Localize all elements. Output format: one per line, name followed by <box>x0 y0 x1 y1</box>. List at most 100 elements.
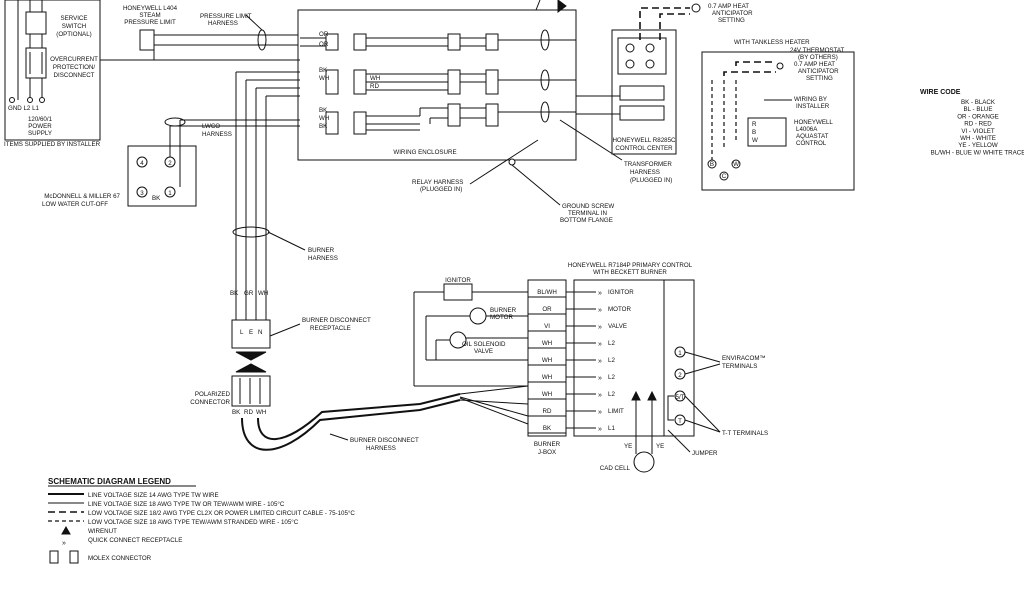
thermostat-label-2: (BY OTHERS) <box>798 54 838 61</box>
enclosure-callouts: RELAY HARNESS (PLUGGED IN) GROUND SCREW … <box>412 139 614 224</box>
l404-label-2: STEAM <box>139 12 160 19</box>
overcurrent-label-2: PROTECTION/ <box>53 64 96 71</box>
jbox-wire-8: RD <box>543 408 552 415</box>
primary-term-3: VALVE <box>608 323 627 330</box>
molex-connector-6 <box>353 111 367 135</box>
enc-wire-label-1: OR <box>319 31 329 38</box>
overcurrent-label-1: OVERCURRENT <box>50 56 98 63</box>
wire-code-entry-1: BK - BLACK <box>961 99 996 106</box>
tt-terminals-label: T-T TERMINALS <box>722 430 768 437</box>
jbox-wire-2: OR <box>542 306 552 313</box>
jbox-label-2: J-BOX <box>538 449 556 456</box>
l4006-b: B <box>752 129 756 136</box>
primary-term-7: L2 <box>608 391 615 398</box>
polar-wire-wh: WH <box>256 409 266 416</box>
thermostat-label-4: ANTICIPATOR <box>798 68 839 75</box>
legend-title: SCHEMATIC DIAGRAM LEGEND <box>48 477 171 486</box>
lwco-term-3: 3 <box>140 190 144 197</box>
jbox-wire-4: WH <box>542 340 552 347</box>
wire-code-entry-6: WH - WHITE <box>960 135 996 142</box>
quick-connect-icon: » <box>598 290 602 297</box>
legend-item-2: LINE VOLTAGE SIZE 18 AWG TYPE TW OR TEW/… <box>88 501 285 508</box>
jbox-wire-1: BL/WH <box>537 289 557 296</box>
primary-term-1: IGNITOR <box>608 289 634 296</box>
molex-connector-10 <box>485 33 499 51</box>
burner-harness-wires: BURNER HARNESS BK GR WH <box>100 48 338 324</box>
l4006-r: R <box>752 121 757 128</box>
lwco-term-4: 4 <box>140 160 144 167</box>
primary-term-8: LIMIT <box>608 408 624 415</box>
wire-code-entry-4: RD - RED <box>964 121 992 128</box>
quick-connect-icon: » <box>598 392 602 399</box>
receptacle-label-2: RECEPTACLE <box>310 325 351 332</box>
thermostat-label-1: 24V THERMOSTAT <box>790 47 845 54</box>
ground-screw-icon <box>508 158 516 166</box>
low-water-cutoff: 4 2 3 1 BK LWCO HARNESS McDONNELL & MILL… <box>42 117 300 208</box>
primary-term-2: MOTOR <box>608 306 631 313</box>
legend-item-7: MOLEX CONNECTOR <box>88 555 152 562</box>
l4006-label-4: CONTROL <box>796 140 827 147</box>
cad-ye-1: YE <box>624 443 632 450</box>
cad-cell-icon <box>633 451 655 473</box>
ignitor-icon <box>443 283 473 301</box>
molex-connector-12 <box>485 103 499 127</box>
receptacle-e: E <box>249 329 253 336</box>
enviracom-1: 1 <box>678 350 682 357</box>
wire-code-entry-7: YE - YELLOW <box>958 142 998 149</box>
legend-item-4: LOW VOLTAGE SIZE 18 AWG TYPE TEW/AWM STR… <box>88 519 299 526</box>
enc-wire-label-8: WH <box>370 75 380 82</box>
receptacle-label-1: BURNER DISCONNECT <box>302 317 371 324</box>
wire-code-entry-5: VI - VIOLET <box>961 128 995 135</box>
molex-connector-8 <box>447 69 461 95</box>
enc-wire-label-7: BK <box>319 123 328 130</box>
primary-term-9: L1 <box>608 425 615 432</box>
receptacle-l: L <box>240 329 244 336</box>
disc-harness-label-2: HARNESS <box>366 445 396 452</box>
polar-wire-bk: BK <box>232 409 241 416</box>
enviracom-label-1: ENVIRACOM™ <box>722 355 766 362</box>
wiring-installer-label-2: INSTALLER <box>796 103 830 110</box>
polarized-connector: BK RD WH POLARIZED CONNECTOR BURNER DISC… <box>190 363 529 452</box>
r8285-label-2: CONTROL CENTER <box>615 145 673 152</box>
power-supply-panel: GND L2 L1 SERVICE SWITCH (OPTIONAL) OVER… <box>4 0 101 148</box>
r8285-control-center: HONEYWELL R8285C CONTROL CENTER TRANSFOR… <box>559 29 677 184</box>
l4006-w: W <box>752 137 758 144</box>
wire-code-entry-3: OR - ORANGE <box>957 113 999 120</box>
receptacle-n: N <box>258 329 262 336</box>
wiring-enclosure-label: WIRING ENCLOSURE <box>393 149 456 156</box>
thermostat-label-5: SETTING <box>806 75 833 82</box>
lwco-term-2: 2 <box>168 160 172 167</box>
l4006-label-3: AQUASTAT <box>796 133 829 140</box>
molex-connector-2 <box>325 69 339 95</box>
ignitor-label: IGNITOR <box>445 277 471 284</box>
power-supply-label-3: SUPPLY <box>28 130 52 137</box>
polarized-label-2: CONNECTOR <box>190 399 230 406</box>
items-by-installer-label: ITEMS SUPPLIED BY INSTALLER <box>4 141 101 148</box>
r7184-label-1: HONEYWELL R7184P PRIMARY CONTROL <box>568 262 693 269</box>
schematic-legend: SCHEMATIC DIAGRAM LEGEND » LINE VOLTAGE … <box>48 477 355 564</box>
l404-label-1: HONEYWELL L404 <box>123 5 178 12</box>
molex-connector-5 <box>353 69 367 95</box>
r7184-label-2: WITH BECKETT BURNER <box>593 269 667 276</box>
enc-wire-label-6: WH <box>319 115 329 122</box>
anticipator-top-1: 0.7 AMP HEAT <box>708 3 749 10</box>
primary-term-5: L2 <box>608 357 615 364</box>
disc-harness-label-1: BURNER DISCONNECT <box>350 437 419 444</box>
mcdonnell-label-1: McDONNELL & MILLER 67 <box>44 193 120 200</box>
overcurrent-label-3: DISCONNECT <box>54 72 95 79</box>
pressure-limit-switch: HONEYWELL L404 STEAM PRESSURE LIMIT PRES… <box>123 5 300 51</box>
jumper-label: JUMPER <box>692 450 718 457</box>
lwco-wire-bk: BK <box>152 195 161 202</box>
wiring-enclosure: WIRING ENCLOSURE <box>297 9 577 206</box>
primary-term-4: L2 <box>608 340 615 347</box>
enviracom-2: 2 <box>678 372 682 379</box>
pl-harness-label-2: HARNESS <box>208 20 238 27</box>
mcdonnell-label-2: LOW WATER CUT-OFF <box>42 201 108 208</box>
r8285-c: C <box>722 173 727 180</box>
wire-code-entry-8: BL/WH - BLUE W/ WHITE TRACE <box>931 149 1024 156</box>
harness-wire-wh: WH <box>258 290 268 297</box>
power-supply-label-2: POWER <box>28 123 52 130</box>
ground-screw-label-2: TERMINAL IN <box>568 210 607 217</box>
enc-wire-label-9: RD <box>370 83 379 90</box>
molex-connector-1 <box>325 33 339 51</box>
